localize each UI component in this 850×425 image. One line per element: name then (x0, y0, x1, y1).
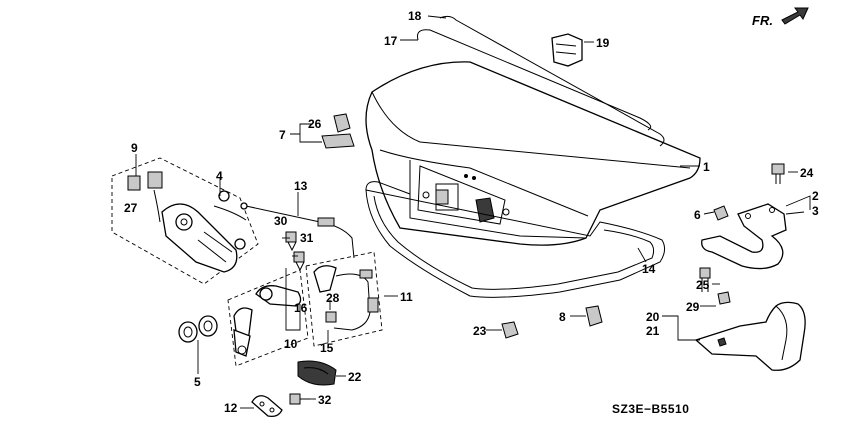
trunk-weatherstrip[interactable] (365, 181, 666, 298)
diagram-code: SZ3E−B5510 (612, 402, 689, 416)
trunk-release-cable[interactable] (240, 202, 355, 259)
front-direction-indicator: FR. (752, 7, 809, 28)
gasket-12[interactable] (251, 395, 283, 418)
clip-29[interactable] (717, 291, 731, 305)
callout-27: 27 (124, 201, 138, 215)
callout-21: 21 (646, 324, 660, 338)
callout-32: 32 (318, 393, 332, 407)
callout-7: 7 (279, 128, 286, 142)
callout-29: 29 (686, 300, 700, 314)
callout-31: 31 (300, 231, 314, 245)
pad-7[interactable] (321, 133, 355, 149)
trunk-handle-22[interactable] (297, 360, 337, 386)
bolt-25[interactable] (699, 267, 711, 292)
callout-14: 14 (642, 262, 656, 276)
callout-3: 3 (812, 204, 819, 218)
callout-18: 18 (408, 9, 422, 23)
callout-28: 28 (326, 291, 340, 305)
callout-24: 24 (800, 166, 814, 180)
trunk-hinge[interactable] (701, 203, 787, 270)
trunk-cylinder-assembly[interactable] (227, 269, 309, 367)
callout-6: 6 (694, 208, 701, 222)
bumper-8[interactable] (585, 305, 603, 327)
trunk-latch-assembly[interactable] (111, 157, 259, 285)
spare-bracket[interactable] (694, 301, 806, 371)
front-arrow-icon (781, 7, 809, 25)
callout-12: 12 (224, 401, 238, 415)
trunk-lid[interactable] (365, 61, 701, 246)
clip-26[interactable] (333, 113, 351, 133)
grommets-5[interactable] (178, 315, 218, 343)
callout-labels: 1 2 3 4 5 6 7 8 9 10 11 12 13 14 15 16 1… (124, 9, 819, 415)
hinge-bracket-19[interactable] (551, 33, 583, 67)
nut-6[interactable] (713, 205, 729, 221)
callout-13: 13 (294, 179, 308, 193)
bolt-24[interactable] (771, 163, 785, 184)
callout-22: 22 (348, 370, 362, 384)
callout-20: 20 (646, 310, 660, 324)
front-direction-label: FR. (752, 13, 773, 28)
callout-8: 8 (559, 310, 566, 324)
callout-19: 19 (596, 36, 610, 50)
callout-2: 2 (812, 189, 819, 203)
callout-4: 4 (216, 169, 223, 183)
callout-17: 17 (384, 34, 398, 48)
callout-26: 26 (308, 117, 322, 131)
callout-30: 30 (274, 214, 288, 228)
callout-15: 15 (320, 341, 334, 355)
callout-16: 16 (294, 301, 308, 315)
leader-lines (135, 15, 811, 409)
bolt-30[interactable] (285, 231, 297, 252)
callout-1: 1 (703, 160, 710, 174)
callout-23: 23 (473, 324, 487, 338)
callout-10: 10 (284, 337, 298, 351)
callout-11: 11 (400, 290, 413, 304)
switch-harness-assembly[interactable] (305, 251, 383, 347)
callout-5: 5 (194, 375, 201, 389)
clip-23[interactable] (501, 321, 519, 339)
callout-25: 25 (696, 278, 710, 292)
callout-9: 9 (131, 141, 138, 155)
trunk-support-rods[interactable] (417, 15, 665, 147)
bolt-31[interactable] (293, 251, 305, 272)
